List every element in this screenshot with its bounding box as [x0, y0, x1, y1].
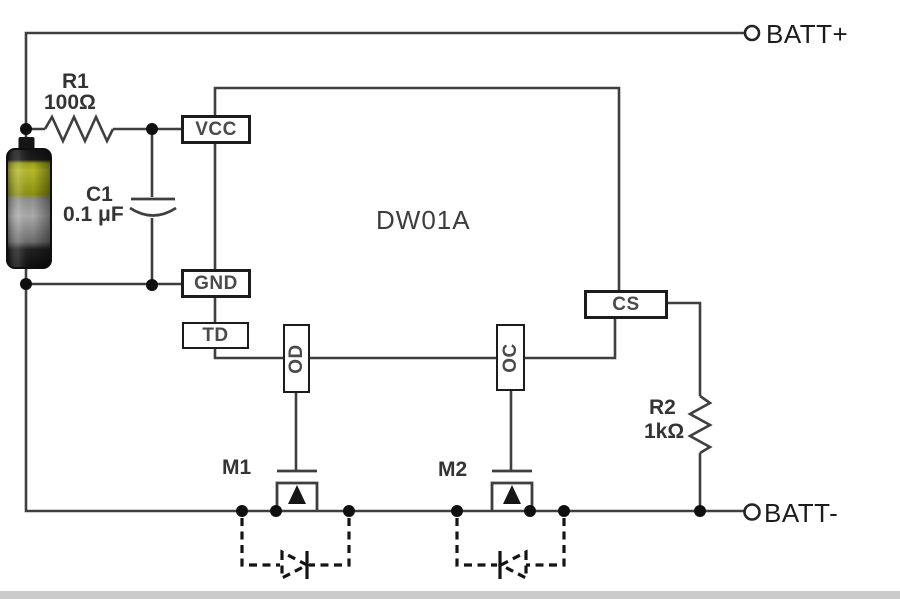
r2-ref-label: R2	[649, 396, 676, 419]
c1-capacitor-symbol	[129, 197, 177, 217]
pin-label-gnd: GND	[194, 272, 238, 294]
cs-r2-wire	[668, 301, 702, 511]
pin-label-vcc: VCC	[195, 118, 237, 140]
r2-value-label: 1kΩ	[644, 420, 685, 443]
battery-graphic	[6, 137, 52, 269]
batt-minus-label: BATT-	[764, 498, 839, 528]
pin-box-gnd: GND	[181, 269, 251, 298]
junction-dot	[694, 505, 706, 517]
batt-plus-rail-wire	[24, 31, 746, 140]
m1-body-diode	[240, 518, 351, 581]
pin-box-td: TD	[182, 322, 249, 349]
battery-shading	[8, 150, 50, 267]
pin-label-oc: OC	[499, 342, 521, 373]
junction-dot	[558, 505, 570, 517]
pin-label-cs: CS	[612, 293, 640, 315]
m2-body-diode	[455, 518, 566, 581]
r1-ref-label: R1	[62, 70, 89, 93]
m2-ref-label: M2	[438, 458, 468, 481]
junction-dot	[270, 505, 282, 517]
junction-dot	[236, 505, 248, 517]
pin-label-td: TD	[202, 324, 229, 346]
image-bottom-strip	[0, 591, 900, 599]
c1-value-label: 0.1 μF	[63, 203, 124, 226]
junction-dots	[20, 123, 706, 517]
junction-dot	[146, 123, 158, 135]
junction-dot	[146, 279, 158, 291]
junction-dot	[524, 505, 536, 517]
r1-resistor-symbol	[43, 113, 115, 145]
pin-label-od: OD	[285, 343, 307, 374]
c1-ref-label: C1	[86, 183, 113, 206]
m2-body-arrow	[503, 485, 521, 504]
r2-resistor-symbol	[687, 394, 713, 455]
junction-dot	[20, 123, 32, 135]
m2-diode-triangle	[497, 549, 528, 581]
battery-top-button	[18, 137, 35, 151]
ic-name-label: DW01A	[376, 205, 471, 235]
m1-diode-triangle	[280, 549, 311, 581]
batt-minus-rail-wire	[24, 250, 745, 513]
junction-dot	[20, 278, 32, 290]
m1-ref-label: M1	[222, 456, 252, 479]
m1-body-arrow	[288, 485, 306, 504]
wire-layer	[24, 31, 746, 513]
batt-plus-terminal	[743, 24, 761, 42]
r1-value-label: 100Ω	[44, 91, 96, 114]
batt-plus-label: BATT+	[766, 19, 849, 49]
junction-dot	[451, 505, 463, 517]
ic-outline-bottom	[213, 319, 617, 360]
pin-box-vcc: VCC	[181, 115, 251, 144]
junction-dot	[343, 505, 355, 517]
m1-mosfet-symbol	[275, 469, 319, 511]
pin-box-oc: OC	[496, 324, 525, 391]
pin-box-od: OD	[283, 324, 310, 393]
pin-box-cs: CS	[584, 290, 668, 319]
m2-mosfet-symbol	[490, 469, 534, 511]
ic-outline-top	[213, 86, 621, 290]
batt-minus-terminal	[743, 503, 761, 521]
